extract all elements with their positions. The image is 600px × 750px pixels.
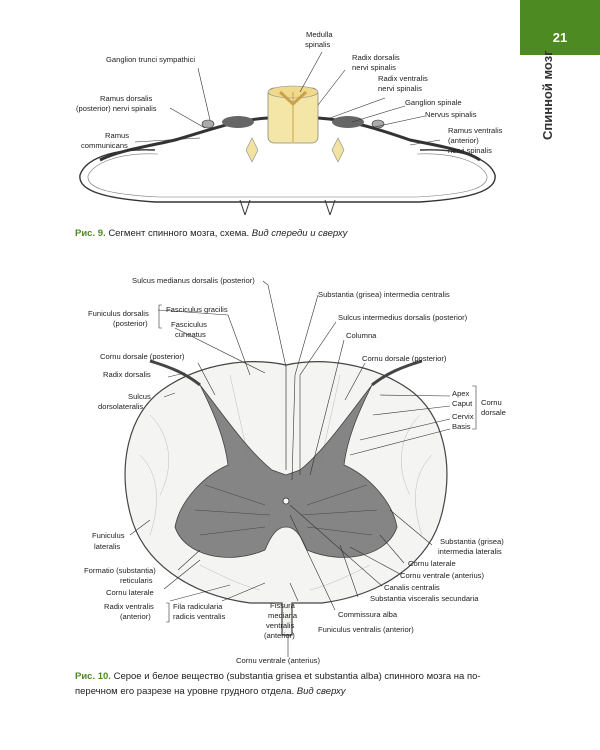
label-ramus-ventralis-2: (anterior) <box>448 136 479 145</box>
label-radix-dorsalis: Radix dorsalis <box>103 370 151 379</box>
figure-10-caption-line1: Серое и белое вещество (substantia grise… <box>113 671 481 682</box>
section-title-vertical: Спинной мозг <box>540 50 555 140</box>
label-fissura-4: (anterior) <box>264 631 295 640</box>
body-outline <box>79 149 496 203</box>
label-ramus-ventralis-3: nervi spinalis <box>448 146 492 155</box>
label-cornu-laterale-left: Cornu laterale <box>106 588 154 597</box>
figure-10-caption: Рис. 10. Серое и белое вещество (substan… <box>75 669 525 699</box>
left-spinal-ganglion <box>222 116 254 128</box>
label-cornu-group-1: Cornu <box>481 398 502 407</box>
label-fasciculus-gracilis: Fasciculus gracilis <box>166 305 228 314</box>
label-commissura-alba: Commissura alba <box>338 610 398 619</box>
label-fila-radicularia-1: Fila radicularia <box>173 602 223 611</box>
label-fissura-3: ventralis <box>266 621 294 630</box>
label-canalis-centralis: Canalis centralis <box>384 583 440 592</box>
label-formatio-reticularis-2: reticularis <box>120 576 153 585</box>
white-matter-texture <box>139 374 433 591</box>
label-radix-dorsalis-1: Radix dorsalis <box>352 53 400 62</box>
label-funiculus-dorsalis-1: Funiculus dorsalis <box>88 309 149 318</box>
label-ramus-communicans-1: Ramus <box>105 131 129 140</box>
right-sympathetic-ganglion <box>371 119 385 129</box>
label-columna: Columna <box>346 331 377 340</box>
label-radix-ventralis-1: Radix ventralis <box>378 74 428 83</box>
right-dorsal-root <box>371 359 423 387</box>
label-cornu-dorsale-right: Cornu dorsale (posterior) <box>362 354 447 363</box>
gray-matter-butterfly <box>174 384 398 558</box>
label-ramus-dorsalis-1: Ramus dorsalis <box>100 94 153 103</box>
label-sulcus-dorsolateralis-1: Sulcus <box>128 392 151 401</box>
label-medulla-1: Medulla <box>306 30 333 39</box>
label-apex: Apex <box>452 389 470 398</box>
label-substantia-intermedia-lateralis-1: Substantia (grisea) <box>440 537 504 546</box>
label-ramus-communicans-2: communicans <box>81 141 128 150</box>
label-funiculus-lateralis-1: Funiculus <box>92 531 125 540</box>
label-cornu-ventrale-right: Cornu ventrale (anterius) <box>400 571 484 580</box>
label-substantia-intermedia-centralis: Substantia (grisea) intermedia centralis <box>318 290 450 299</box>
page-number-tab: 21 <box>520 0 600 55</box>
label-cornu-laterale-right: Cornu laterale <box>408 559 456 568</box>
left-dorsal-root <box>149 359 201 387</box>
figure-9-caption-view: Вид спереди и сверху <box>251 228 348 239</box>
figure-10-caption-line2: перечном его разрезе на уровне грудного … <box>75 686 295 697</box>
label-radix-dorsalis-2: nervi spinalis <box>352 63 396 72</box>
label-substantia-visceralis: Substantia visceralis secundaria <box>370 594 479 603</box>
label-basis: Basis <box>452 422 471 431</box>
label-radix-ventralis-2: nervi spinalis <box>378 84 422 93</box>
label-caput: Caput <box>452 399 473 408</box>
label-fissura-1: Fissura <box>270 601 296 610</box>
label-fasciculus-cuneatus-2: cuneatus <box>175 330 206 339</box>
figure-9-spinal-segment-diagram: Medulla spinalis Ganglion trunci sympath… <box>76 30 503 216</box>
figure-10-number: Рис. 10. <box>75 671 111 682</box>
label-funiculus-ventralis: Funiculus ventralis (anterior) <box>318 625 414 634</box>
label-nervus-spinalis: Nervus spinalis <box>425 110 477 119</box>
label-formatio-reticularis-1: Formatio (substantia) <box>84 566 156 575</box>
label-sulcus-medianus: Sulcus medianus dorsalis (posterior) <box>132 276 255 285</box>
label-fissura-2: mediana <box>268 611 298 620</box>
label-cornu-group-2: dorsale <box>481 408 506 417</box>
left-sympathetic-trunk <box>245 137 259 163</box>
label-radix-ventralis-2: (anterior) <box>120 612 151 621</box>
figure-10-spinal-cord-cross-section: Sulcus medianus dorsalis (posterior) Sub… <box>84 276 506 665</box>
label-fasciculus-cuneatus-1: Fasciculus <box>171 320 207 329</box>
label-fila-radicularia-2: radicis ventralis <box>173 612 226 621</box>
label-cornu-dorsale-left: Cornu dorsale (posterior) <box>100 352 185 361</box>
figure-10-caption-view: Вид сверху <box>296 686 346 697</box>
right-spinal-ganglion <box>332 116 364 128</box>
label-ganglion-spinale: Ganglion spinale <box>405 98 462 107</box>
label-sulcus-dorsolateralis-2: dorsolateralis <box>98 402 143 411</box>
central-canal <box>282 497 290 505</box>
gray-matter-fibers <box>194 484 378 536</box>
label-cervix: Cervix <box>452 412 474 421</box>
figure-9-caption-text: Сегмент спинного мозга, схема. <box>108 228 250 239</box>
right-sympathetic-trunk <box>331 137 345 163</box>
label-radix-ventralis-1: Radix ventralis <box>104 602 154 611</box>
label-ramus-ventralis-1: Ramus ventralis <box>448 126 503 135</box>
label-ganglion-trunci: Ganglion trunci sympathici <box>106 55 195 64</box>
label-funiculus-lateralis-2: lateralis <box>94 542 120 551</box>
page-number: 21 <box>552 30 568 45</box>
body-outline-inner <box>87 153 488 198</box>
label-sulcus-intermedius: Sulcus intermedius dorsalis (posterior) <box>338 313 468 322</box>
figure-9-caption: Рис. 9. Сегмент спинного мозга, схема. В… <box>75 226 347 241</box>
label-substantia-intermedia-lateralis-2: intermedia lateralis <box>438 547 502 556</box>
label-cornu-ventrale-bottom: Cornu ventrale (anterius) <box>236 656 320 665</box>
figure-9-number: Рис. 9. <box>75 228 106 239</box>
left-sympathetic-ganglion <box>201 119 215 129</box>
label-ramus-dorsalis-2: (posterior) nervi spinalis <box>76 104 157 113</box>
label-funiculus-dorsalis-2: (posterior) <box>113 319 148 328</box>
label-medulla-2: spinalis <box>305 40 331 49</box>
